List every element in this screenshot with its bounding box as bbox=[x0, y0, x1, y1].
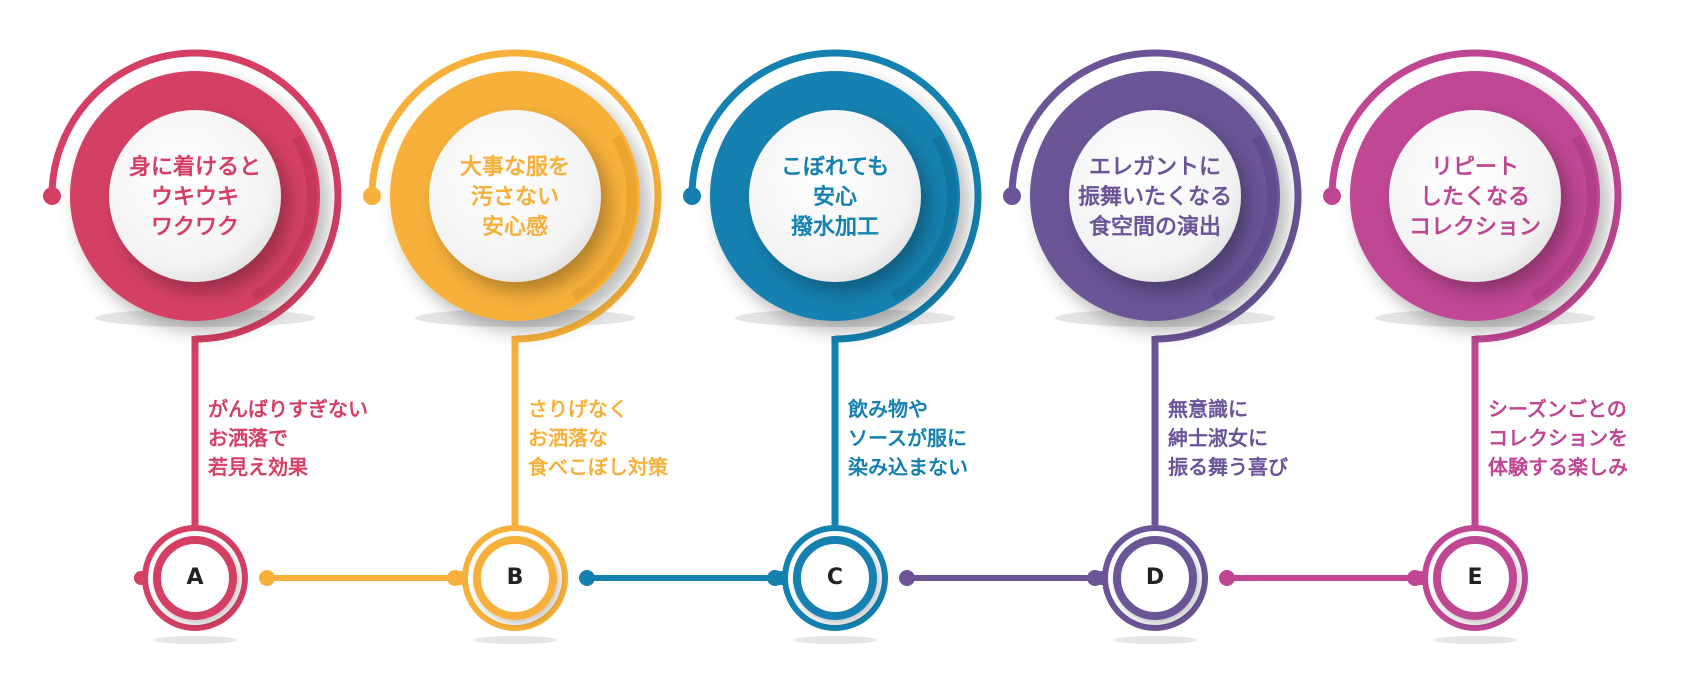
step-a-title-line: ウキウキ bbox=[150, 185, 239, 210]
step-e-desc-line: コレクションを bbox=[1488, 426, 1628, 450]
step-d-letter-disk bbox=[1113, 536, 1197, 620]
step-e-inner-disk bbox=[1389, 110, 1561, 282]
step-circles bbox=[70, 71, 1600, 620]
step-c-arc-dot bbox=[683, 187, 701, 205]
step-d-small-arc bbox=[1102, 525, 1156, 579]
step-b-description: さりげなく お洒落な 食べこぼし対策 bbox=[528, 395, 668, 482]
step-a-small-floor-shadow bbox=[153, 636, 237, 644]
step-e-outer-arc bbox=[1328, 49, 1622, 343]
step-a-small-arc bbox=[142, 525, 196, 579]
step-d-small-arc-lower bbox=[1102, 525, 1208, 631]
step-e-title-line: したくなる bbox=[1419, 185, 1530, 210]
step-a-letter: A bbox=[186, 565, 204, 590]
step-e-small-dot bbox=[1414, 571, 1428, 585]
step-c-small-arc bbox=[782, 525, 836, 579]
step-b-outer-arc bbox=[368, 49, 662, 343]
step-e-arc-dot bbox=[1323, 187, 1341, 205]
step-d-title: エレガントに 振舞いたくなる 食空間の演出 bbox=[1055, 153, 1255, 243]
step-e-description: シーズンごとの コレクションを 体験する楽しみ bbox=[1488, 395, 1628, 482]
step-d-desc-line: 紳士淑女に bbox=[1168, 426, 1268, 450]
step-d-outer-arc bbox=[1008, 49, 1302, 343]
step-c-letter-disk bbox=[793, 536, 877, 620]
step-e-letter: E bbox=[1467, 565, 1483, 590]
step-b-letter: B bbox=[506, 565, 524, 590]
step-d-desc-line: 振る舞う喜び bbox=[1168, 455, 1288, 479]
step-b-desc-line: さりげなく bbox=[528, 397, 628, 421]
step-a-desc-line: がんばりすぎない bbox=[208, 397, 368, 421]
step-b-desc-line: お洒落な bbox=[528, 426, 608, 450]
step-e-title-line: コレクション bbox=[1408, 215, 1541, 240]
step-c-description: 飲み物や ソースが服に 染み込まない bbox=[848, 395, 968, 482]
connector-c-start-dot bbox=[899, 570, 915, 586]
step-b-title-line: 安心感 bbox=[481, 215, 548, 240]
step-c-desc-line: 飲み物や bbox=[848, 397, 928, 421]
step-d-letter: D bbox=[1145, 565, 1165, 590]
step-b-small-arc bbox=[462, 525, 516, 579]
step-c-small-dot bbox=[774, 571, 788, 585]
connector-b-start-dot bbox=[579, 570, 595, 586]
step-b-small-floor-shadow bbox=[473, 636, 557, 644]
step-b-letter-disk bbox=[473, 536, 557, 620]
step-b-ring-shade bbox=[570, 135, 637, 302]
step-a-small-dot bbox=[134, 571, 148, 585]
step-b-title-line: 大事な服を bbox=[459, 155, 570, 180]
step-c-title-line: 撥水加工 bbox=[790, 215, 879, 240]
step-a-arc-dot bbox=[43, 187, 61, 205]
step-e-letter-disk bbox=[1433, 536, 1517, 620]
step-a-ring-shade bbox=[250, 135, 317, 302]
step-a-desc-line: お洒落で bbox=[208, 426, 288, 450]
step-a-inner-disk bbox=[109, 110, 281, 282]
step-b-inner-disk bbox=[429, 110, 601, 282]
step-b-desc-line: 食べこぼし対策 bbox=[528, 455, 668, 479]
step-a-title-line: 身に着けると bbox=[128, 155, 261, 180]
step-a-description: がんばりすぎない お洒落で 若見え効果 bbox=[208, 395, 368, 482]
step-b-title: 大事な服を 汚さない 安心感 bbox=[415, 153, 615, 243]
step-d-inner-disk bbox=[1069, 110, 1241, 282]
step-a-small-arc-lower bbox=[142, 525, 248, 631]
step-b-title-line: 汚さない bbox=[470, 185, 559, 210]
step-c-outer-arc bbox=[688, 49, 982, 343]
step-a-letter-disk bbox=[153, 536, 237, 620]
step-b-small-arc-lower bbox=[462, 525, 568, 631]
step-e-small-arc bbox=[1422, 525, 1476, 579]
step-d-title-line: 振舞いたくなる bbox=[1077, 185, 1232, 210]
step-e-desc-line: シーズンごとの bbox=[1488, 397, 1627, 421]
step-e-title-line: リピート bbox=[1430, 155, 1519, 180]
step-c-desc-line: ソースが服に bbox=[848, 426, 967, 450]
step-c-small-arc-lower bbox=[782, 525, 888, 631]
step-d-small-dot bbox=[1094, 571, 1108, 585]
step-d-small-floor-shadow bbox=[1113, 636, 1197, 644]
step-a-title-line: ワクワク bbox=[150, 215, 239, 240]
step-b-small-dot bbox=[454, 571, 468, 585]
step-c-title-line: こぼれても bbox=[780, 155, 890, 180]
step-b-arc-dot bbox=[363, 187, 381, 205]
step-a-outer-arc bbox=[48, 49, 342, 343]
step-c-title-line: 安心 bbox=[812, 185, 857, 210]
step-e-ring-shade bbox=[1530, 135, 1597, 302]
step-c-desc-line: 染み込まない bbox=[848, 455, 968, 479]
step-e-desc-line: 体験する楽しみ bbox=[1488, 455, 1628, 479]
step-d-description: 無意識に 紳士淑女に 振る舞う喜び bbox=[1168, 395, 1288, 482]
step-c-inner-disk bbox=[749, 110, 921, 282]
step-d-title-line: エレガントに bbox=[1088, 155, 1221, 180]
step-c-title: こぼれても 安心 撥水加工 bbox=[735, 153, 935, 243]
step-e-small-arc-lower bbox=[1422, 525, 1528, 631]
connector-a-start-dot bbox=[259, 570, 275, 586]
step-d-ring-shade bbox=[1210, 135, 1277, 302]
step-c-ring-shade bbox=[890, 135, 957, 302]
step-c-small-floor-shadow bbox=[793, 636, 877, 644]
step-d-title-line: 食空間の演出 bbox=[1088, 215, 1221, 240]
step-e-small-floor-shadow bbox=[1433, 636, 1517, 644]
step-c-letter: C bbox=[826, 565, 844, 590]
step-a-desc-line: 若見え効果 bbox=[208, 455, 308, 479]
step-e-title: リピート したくなる コレクション bbox=[1375, 153, 1575, 243]
step-a-title: 身に着けると ウキウキ ワクワク bbox=[95, 153, 295, 243]
connector-lines bbox=[43, 49, 1622, 631]
connector-d-start-dot bbox=[1219, 570, 1235, 586]
step-d-desc-line: 無意識に bbox=[1168, 397, 1248, 421]
step-d-arc-dot bbox=[1003, 187, 1021, 205]
